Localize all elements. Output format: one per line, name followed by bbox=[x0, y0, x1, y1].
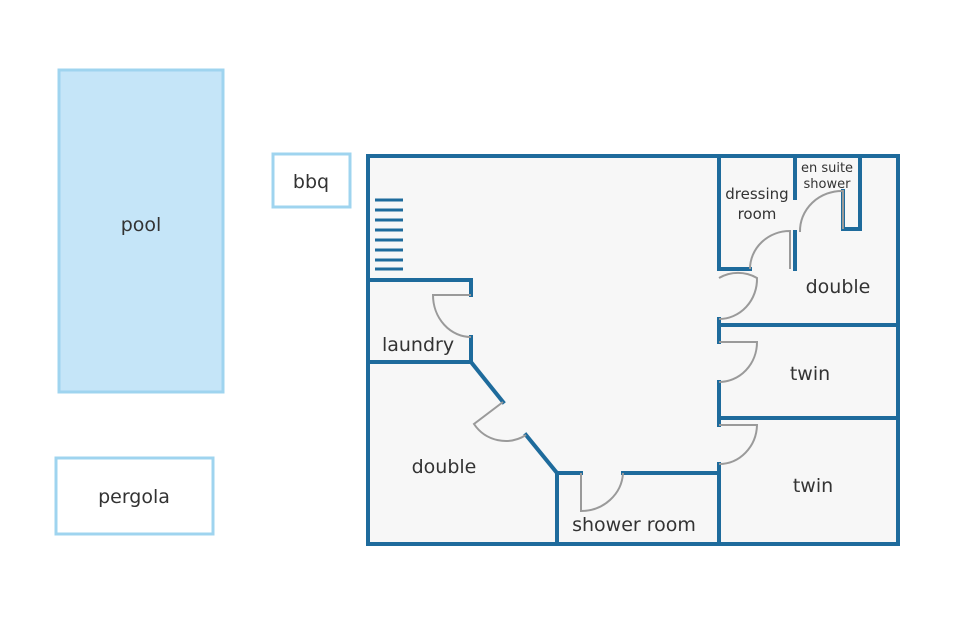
room-label-double-right: double bbox=[806, 276, 871, 298]
dressing-wall-left bbox=[717, 154, 752, 271]
house-floor bbox=[368, 156, 898, 544]
room-label-en-suite-1: en suite bbox=[801, 161, 853, 176]
twin-bottom-door-icon bbox=[718, 424, 759, 465]
pergola-label: pergola bbox=[98, 486, 170, 508]
walls bbox=[366, 154, 900, 546]
bbq-area bbox=[271, 152, 352, 209]
room-label-dressing-room-2: room bbox=[738, 205, 777, 223]
room-label-laundry: laundry bbox=[382, 334, 454, 356]
room-label-twin-bottom: twin bbox=[793, 475, 833, 497]
laundry-wall bbox=[366, 278, 473, 297]
bbq-label: bbq bbox=[293, 171, 329, 193]
room-label-en-suite-2: shower bbox=[804, 177, 852, 192]
pergola-area bbox=[54, 456, 215, 536]
stairs-icon bbox=[375, 198, 403, 271]
doors bbox=[431, 189, 844, 513]
shower-room-door-icon bbox=[580, 472, 624, 513]
ensuite-door-icon bbox=[798, 189, 844, 233]
dressing-door-icon bbox=[749, 229, 791, 270]
outer-wall bbox=[366, 154, 900, 546]
double-left-wall-upper bbox=[468, 359, 506, 405]
room-label-dressing-room-1: dressing bbox=[725, 185, 788, 203]
room-label-double-left: double bbox=[412, 456, 477, 478]
pool-area bbox=[57, 68, 225, 394]
room-label-shower-room: shower room bbox=[572, 514, 696, 536]
laundry-door-icon bbox=[431, 294, 472, 338]
room-label-twin-middle: twin bbox=[790, 363, 830, 385]
pool-label: pool bbox=[121, 214, 162, 236]
twin-middle-door-icon bbox=[718, 341, 759, 383]
double-left-door-icon bbox=[472, 401, 527, 442]
double-right-door-icon bbox=[718, 271, 759, 320]
